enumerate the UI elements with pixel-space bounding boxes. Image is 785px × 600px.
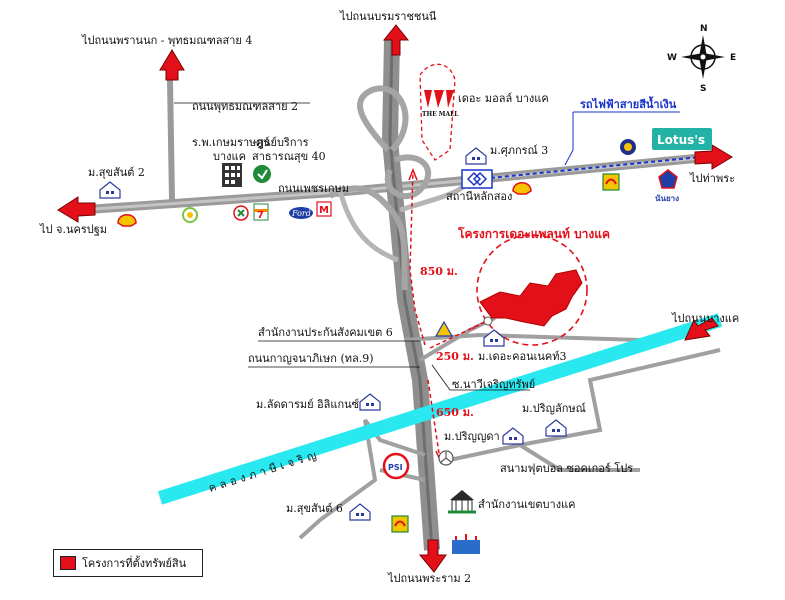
the-mall-logo: THE MALL — [422, 90, 459, 118]
bp-icon — [182, 207, 198, 223]
label-m-sukhumwat6: ม.สุขสันต์ 6 — [286, 502, 343, 515]
hospital-building-icon — [222, 163, 242, 187]
label-phutthamonthon2: ถนนพุทธมณฑลสาย 2 — [192, 100, 298, 113]
project-radius-circle — [476, 234, 588, 346]
label-m-prinyada: ม.ปริญญดา — [444, 430, 500, 443]
site-marker — [483, 316, 493, 326]
arrow-southeast-icon — [684, 317, 719, 341]
label-d650: 650 ม. — [436, 406, 474, 419]
skytrain-line — [469, 156, 701, 181]
label-football: สนามฟุตบอล ซอคเกอร์ โปร — [500, 461, 633, 475]
district-office-icon — [448, 490, 476, 514]
arrow-west-icon — [57, 196, 96, 223]
ford-icon: Ford — [289, 207, 313, 219]
temple-icon — [452, 534, 480, 554]
arrow-south-icon — [418, 539, 447, 573]
label-soi-wareecharoen: ซ.นาวีเจริญทรัพย์ — [452, 378, 535, 391]
interchange — [357, 85, 409, 153]
nanyang-logo: นันยาง — [655, 169, 679, 203]
label-hospital-line2: บางแค — [213, 150, 246, 163]
label-m-sukhumwat2: ม.สุขสันต์ 2 — [88, 166, 145, 179]
seven-eleven-text: 7 — [257, 210, 264, 221]
road-phutthamonthon2 — [167, 79, 175, 201]
house-icon — [465, 147, 487, 165]
house-icon — [545, 419, 567, 437]
shell-icon — [512, 182, 532, 195]
lotus-logo: Lotus's — [652, 128, 712, 150]
canal-phasi-charoen — [157, 313, 723, 505]
house-icon — [502, 427, 524, 445]
road-local-se — [439, 348, 721, 464]
ford-text: Ford — [291, 209, 311, 218]
label-service-center-line2: สาธารณสุข 40 — [252, 150, 326, 163]
house-icon — [99, 181, 121, 199]
label-to-tha-phra: ไปท่าพระ — [689, 172, 735, 185]
house-icon — [483, 329, 505, 347]
label-d850: 850 ม. — [420, 265, 458, 278]
the-mall-area — [419, 63, 456, 161]
label-m-prinlap: ม.ปริญลักษณ์ — [522, 402, 586, 415]
legend-label: โครงการที่ตั้งทรัพย์สิน — [82, 557, 187, 570]
label-to-nakhon-pathom: ไป จ.นครปฐม — [39, 223, 107, 236]
psi-text: PSI — [388, 463, 403, 472]
label-to-rama2: ไปถนนพระราม 2 — [387, 572, 471, 585]
project-site-shape — [479, 269, 583, 327]
roads — [79, 39, 721, 551]
direction-arrows — [57, 24, 733, 573]
psi-logo: PSI — [382, 452, 410, 480]
compass-e: E — [730, 53, 736, 63]
compass-icon: N S E W — [667, 24, 736, 94]
label-lak-song-station: สถานีหลักสอง — [446, 190, 512, 203]
nanyang-text: นันยาง — [655, 194, 679, 203]
pharmacy-icon — [233, 205, 249, 221]
sunshine-icon — [391, 515, 409, 533]
lotus-text: Lotus's — [657, 133, 705, 147]
label-service-center-line1: ศูนย์บริการ — [256, 136, 309, 149]
label-m-the-connect3: ม.เดอะคอนเนคท์3 — [478, 350, 567, 363]
the-mall-logo-text: THE MALL — [422, 111, 459, 118]
health-center-icon — [253, 165, 271, 183]
social-security-icon — [434, 320, 454, 337]
sunshine-icon — [602, 173, 620, 191]
distance-path-north — [409, 169, 426, 346]
compass-w: W — [667, 53, 677, 63]
label-phetkasem: ถนนเพชรเกษม — [278, 182, 349, 195]
label-hospital-line1: ร.พ.เกษมราษฎร์ — [192, 136, 270, 149]
arrow-east-icon — [694, 144, 733, 170]
skytrain-label: รถไฟฟ้าสายสีน้ำเงิน — [580, 96, 677, 111]
seven-eleven-icon: 7 — [253, 203, 269, 221]
label-m-lakkarn: ม.ลัดดารมย์ อิลิแกนซ์ — [256, 398, 360, 411]
label-m-suphakorn3: ม.ศุภกรณ์ 3 — [490, 144, 548, 157]
distance-path-east — [429, 321, 486, 349]
legend-swatch — [60, 556, 76, 570]
label-to-phran-nok: ไปถนนพรานนก - พุทธมณฑลสาย 4 — [81, 34, 252, 47]
label-to-borommaratchachonnani: ไปถนนบรมราชชนนี — [339, 10, 437, 23]
house-icon — [359, 393, 381, 411]
label-district-office: สำนักงานเขตบางแค — [478, 498, 576, 511]
mrt-station-icon — [461, 169, 493, 189]
label-social-security: สำนักงานประกันสังคมเขต 6 — [258, 326, 393, 339]
arrow-northwest-icon — [159, 49, 185, 81]
compass-s: S — [700, 84, 706, 94]
label-project-name: โครงการเดอะแพลนท์ บางแค — [457, 226, 610, 241]
label-to-bang-khae-rd: ไปถนนบางแค — [671, 312, 739, 325]
house-icon — [349, 503, 371, 521]
pt-station-icon — [620, 139, 636, 155]
legend: โครงการที่ตั้งทรัพย์สิน — [53, 549, 203, 577]
compass-n: N — [700, 24, 708, 34]
label-kanchanaphisek: ถนนกาญจนาภิเษก (ทล.9) — [248, 352, 374, 365]
shell-icon — [117, 214, 137, 227]
m-brand-icon: M — [316, 201, 332, 217]
m-brand-text: M — [319, 205, 329, 216]
arrow-north-icon — [382, 24, 410, 56]
label-the-mall: เดอะ มอลล์ บางแค — [458, 92, 549, 105]
mercedes-icon — [438, 450, 454, 466]
road-local-sw — [298, 418, 426, 540]
label-d250: 250 ม. — [436, 350, 474, 363]
